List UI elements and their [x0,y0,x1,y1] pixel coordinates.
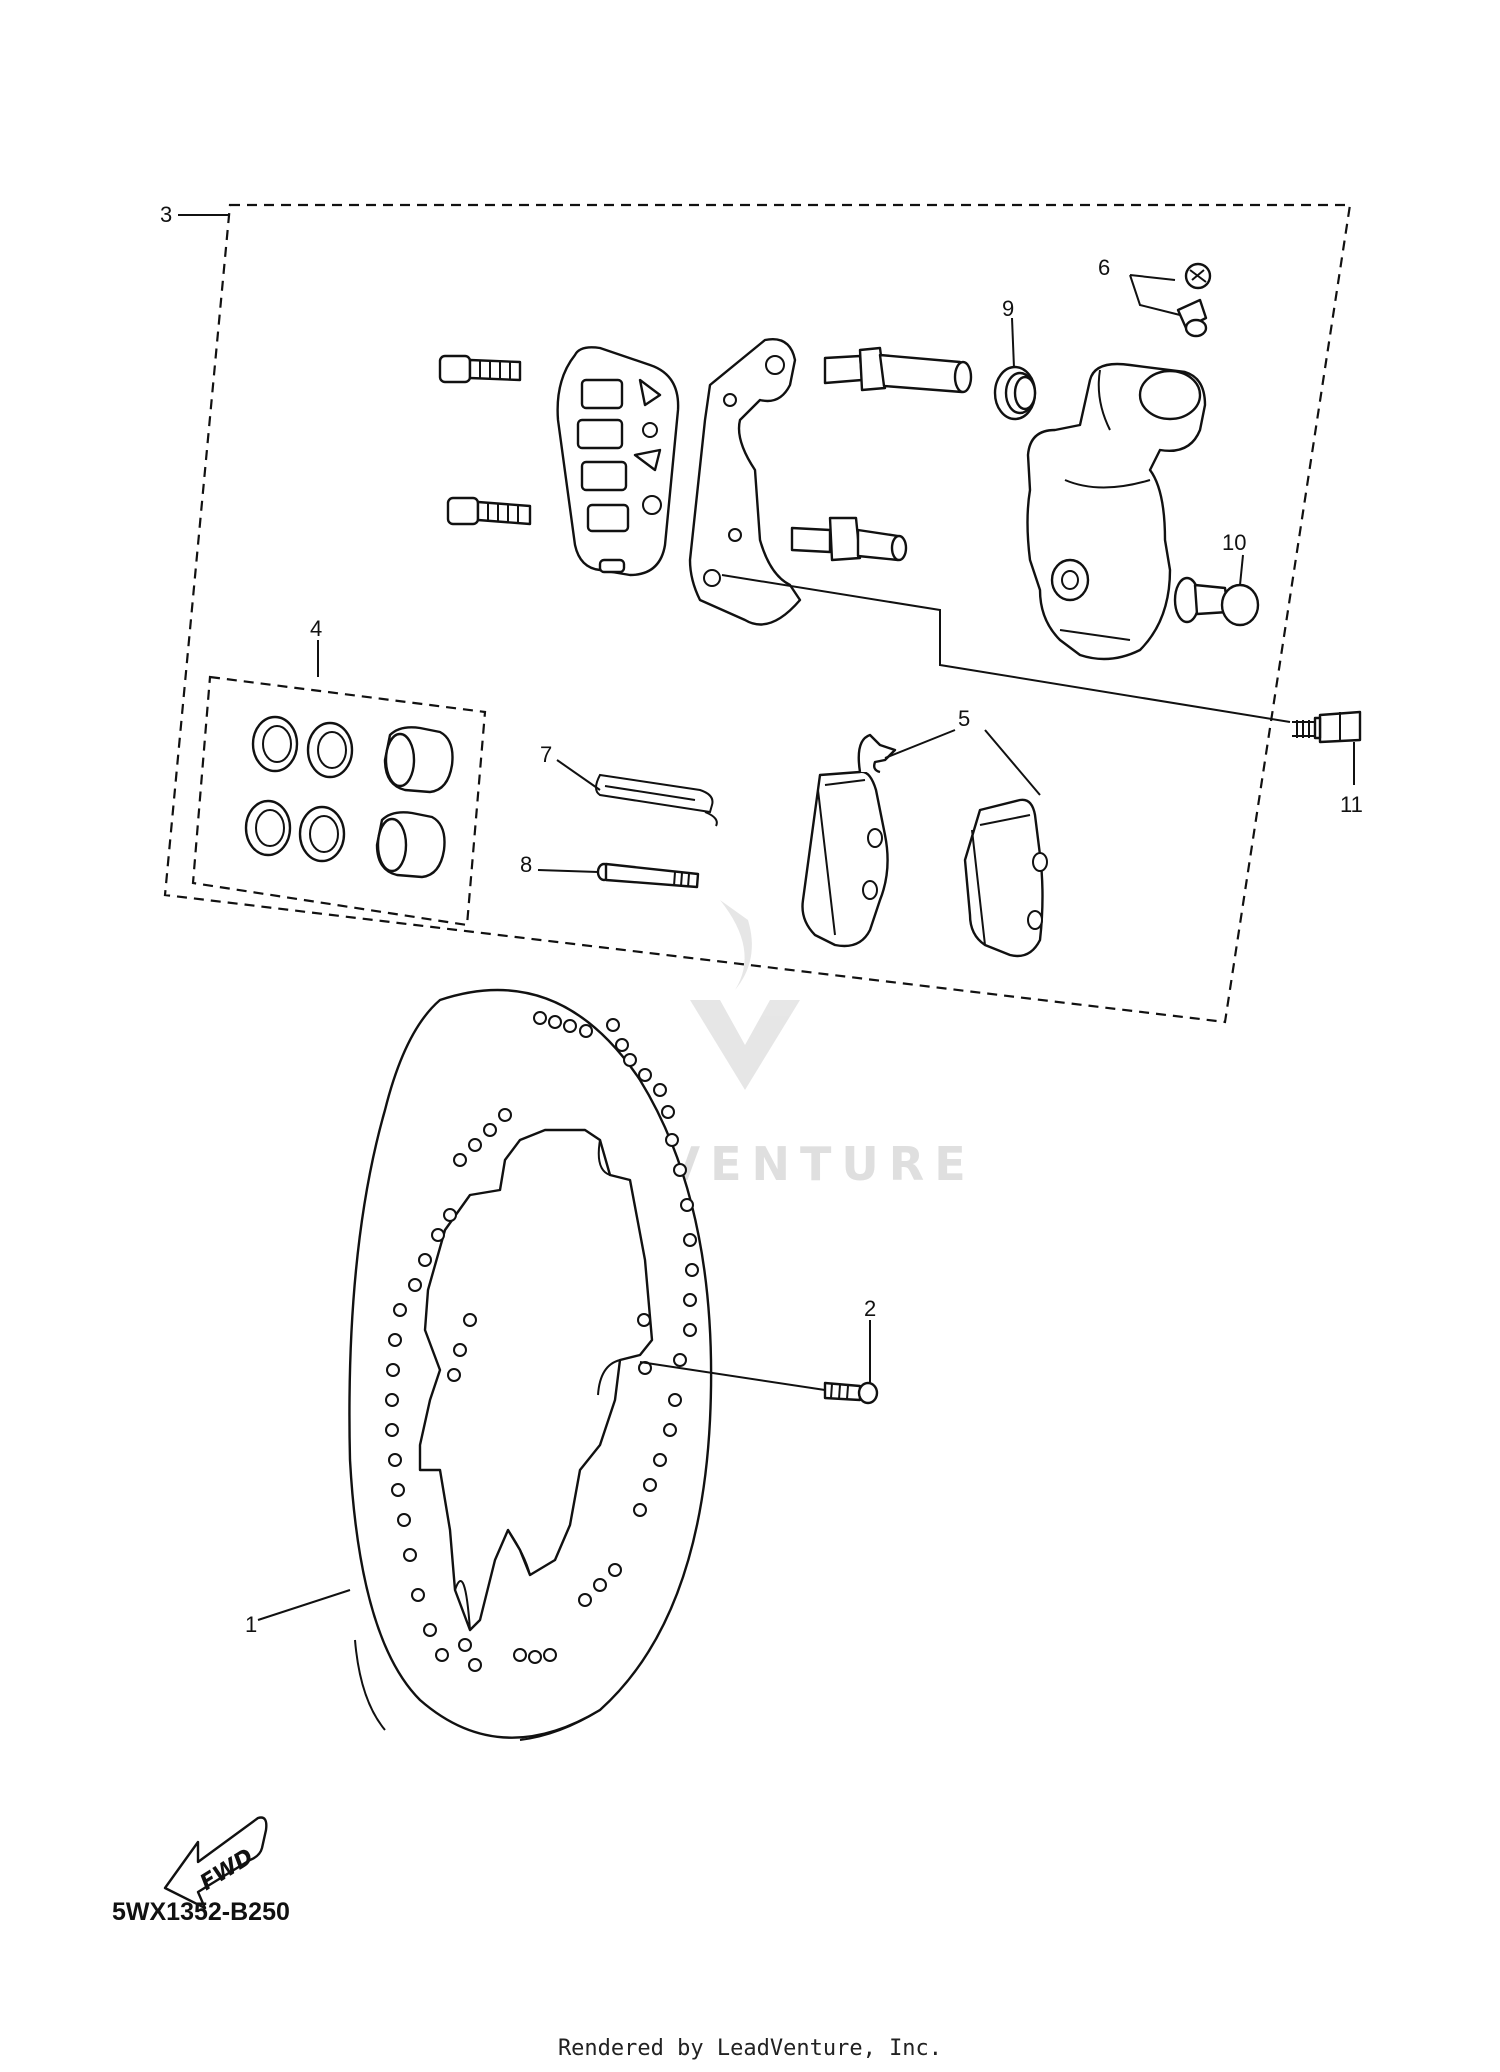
callout-7: 7 [540,742,552,767]
callout-1: 1 [245,1612,257,1637]
pad-spring [595,773,718,827]
bracket-bolt-upper [438,354,522,384]
diagram-code: 5WX1352-B250 [112,1898,290,1926]
callout-9: 9 [1002,296,1014,321]
caliper-seals-pistons [244,715,454,879]
callout-10: 10 [1222,530,1246,555]
callout-6: 6 [1098,255,1110,280]
brake-disc [348,988,713,1741]
bleed-screw [1176,262,1212,338]
callout-3: 3 [160,202,172,227]
caliper-body [1026,362,1207,661]
caliper-pin [1173,576,1260,627]
brake-pad-right [963,798,1048,958]
caliper-bolt [1292,710,1362,744]
caliper-assembly-boundary [163,203,1352,1024]
callout-8: 8 [520,852,532,877]
pad-pin [596,862,700,889]
pad-support-plate [556,346,680,577]
brake-pad-left [801,733,897,948]
slide-pin-upper [823,346,973,394]
seal-kit-boundary [191,675,487,927]
caliper-bracket [688,338,802,626]
callout-11: 11 [1340,792,1363,817]
footer-credit: Rendered by LeadVenture, Inc. [557,2036,943,2061]
callout-2: 2 [864,1296,876,1321]
callout-4: 4 [310,616,322,641]
slide-pin-boot [993,365,1037,421]
bracket-bolt-lower [446,496,532,526]
callout-5: 5 [958,706,970,731]
callout-labels: 1 2 3 4 5 6 7 8 9 10 11 [160,202,1363,1637]
fwd-arrow-icon: FWD [163,1816,268,1910]
slide-pin-lower [790,516,908,562]
disc-vent-holes [385,1011,699,1672]
disc-bolt [639,1361,879,1405]
leader-lines [178,214,1355,1621]
